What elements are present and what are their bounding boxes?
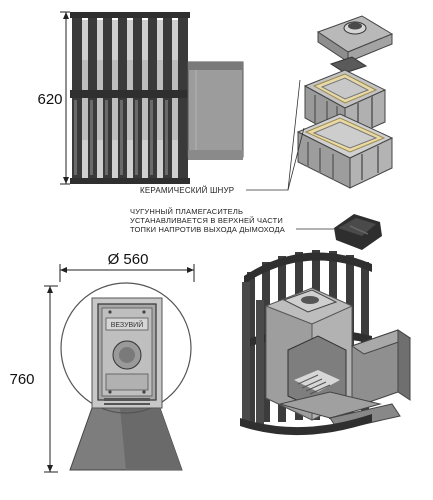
flame-divider-line-1: ЧУГУННЫЙ ПЛАМЕГАСИТЕЛЬ	[130, 207, 243, 216]
front-view-cage	[70, 12, 244, 184]
flame-divider-line-2: УСТАНАВЛИВАЕТСЯ В ВЕРХНЕЙ ЧАСТИ	[130, 216, 283, 225]
fire-door: ВЕЗУВИЙ	[97, 303, 157, 401]
front-view-with-door: ВЕЗУВИЙ	[60, 282, 192, 471]
ceramic-cord-label: КЕРАМИЧЕСКИЙ ШНУР	[140, 186, 234, 195]
height-760-label: 760	[9, 371, 34, 388]
exploded-firebox	[246, 15, 394, 191]
flame-divider-line-3: ТОПКИ НАПРОТИВ ВЫХОДА ДЫМОХОДА	[130, 225, 285, 234]
height-dimension-bottom: 760	[9, 285, 58, 473]
height-dimension-top: 620	[37, 11, 70, 185]
flame-divider-plate	[334, 214, 382, 250]
diameter-560-label: Ø 560	[108, 251, 149, 268]
isometric-cutaway-view	[240, 250, 412, 436]
door-plate-text: ВЕЗУВИЙ	[111, 320, 144, 329]
firebox-lid	[316, 15, 394, 63]
diameter-dimension: Ø 560	[59, 251, 195, 282]
height-620-label: 620	[37, 91, 62, 108]
firebox-lower-section	[296, 113, 394, 189]
flame-divider-callout: ЧУГУННЫЙ ПЛАМЕГАСИТЕЛЬ УСТАНАВЛИВАЕТСЯ В…	[130, 207, 382, 250]
